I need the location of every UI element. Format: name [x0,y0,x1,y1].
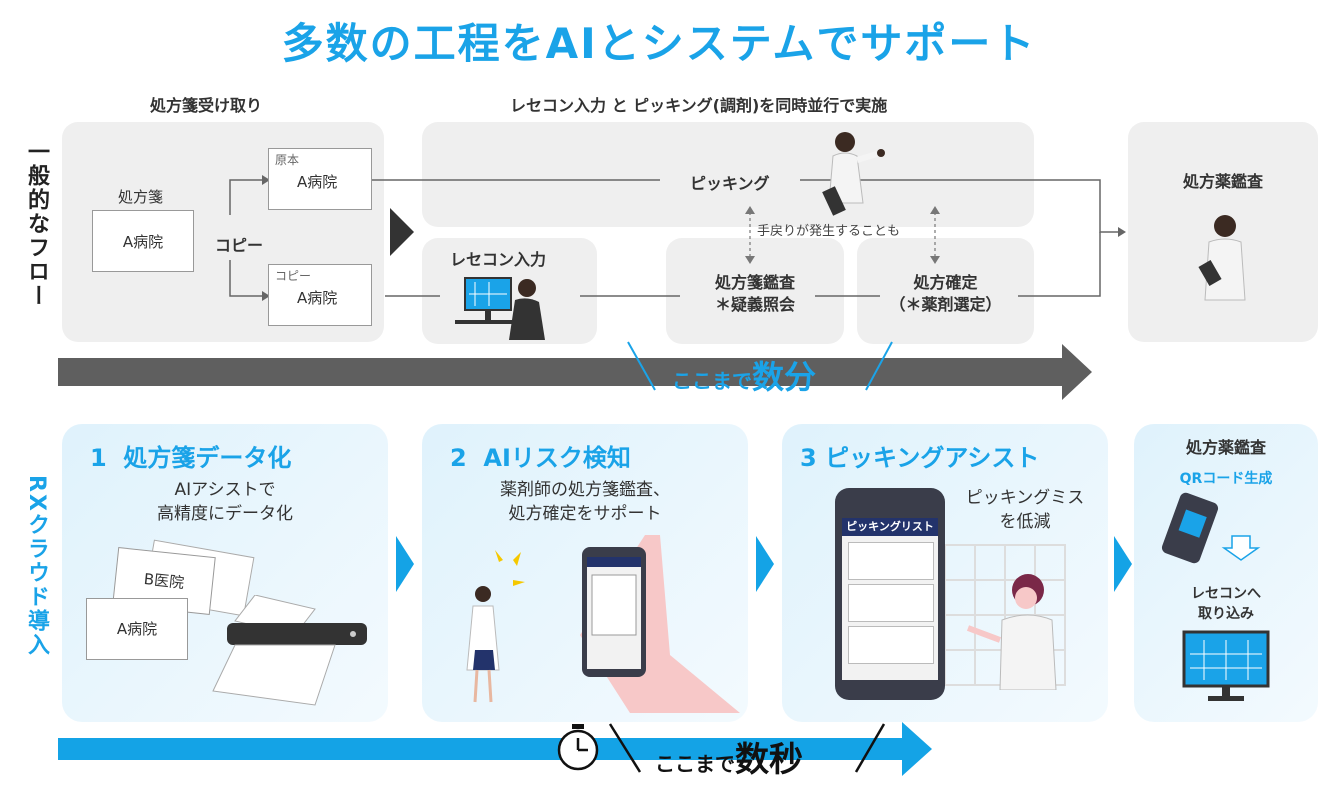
rx-time-label: ここまで数秒 [655,732,803,781]
rx-cloud-label: RXクラウド導入 [24,475,49,657]
step3-desc: ピッキングミス を低減 [950,486,1100,534]
final-audit-label: 処方薬鑑査 [1182,172,1263,191]
rx-time-prefix: ここまで [655,752,735,776]
computer-user-icon [455,277,545,340]
monitor-icon [1182,630,1270,701]
step2-title-text: AIリスク検知 [483,444,631,472]
general-time-prefix: ここまで [672,369,752,393]
pharmacist-audit-icon [1198,215,1246,301]
confirm-text: 処方確定 （＊薬剤選定） [857,272,1034,316]
alert-pharmacist-icon [466,550,525,703]
step3-desc1: ピッキングミス [965,488,1085,508]
scanner-icon [212,595,367,706]
original-doc-text: A病院 [297,173,338,191]
step2-num: 2 [450,444,467,472]
doc-a-hospital: A病院 [92,210,194,272]
page-title: 多数の工程をAIとシステムでサポート [281,19,1037,68]
import-line1: レセコンへ [1191,586,1261,602]
section-receive-label: 処方箋受け取り [150,96,263,115]
confirm-line2: （＊薬剤選定） [889,295,1002,314]
audit-line1: 処方箋鑑査 [714,273,795,292]
phone-hand-icon [580,535,740,713]
phone-header: ピッキングリスト [842,518,938,536]
doc-original: 原本 A病院 [268,148,372,210]
general-connectors [58,175,1126,400]
step3-title-text: ピッキングアシスト [825,444,1040,472]
import-text: レセコンへ 取り込み [1134,584,1318,624]
step1-title: 1 処方箋データ化 [90,438,291,473]
picking-panel [422,122,1034,227]
import-line2: 取り込み [1198,606,1254,622]
confirm-panel [857,238,1034,344]
phone-screen: ピッキングリスト [842,518,938,680]
picking-label: ピッキング [690,174,770,193]
rx-arrows [58,536,1132,776]
original-tag: 原本 [275,153,300,167]
section-parallel-label: レセコン入力 と ピッキング(調剤)を同時並行で実施 [510,96,888,115]
step1-doc-a: A病院 [86,598,188,660]
qr-phone-icon [1161,492,1261,564]
qr-label: QRコード生成 [1179,471,1273,487]
rx-final-title: 処方薬鑑査 [1185,438,1266,457]
audit-line2: ＊疑義照会 [714,295,795,314]
audit-text: 処方箋鑑査 ＊疑義照会 [666,272,844,316]
copy-label: コピー [215,236,264,255]
rx-label: 処方箋 [118,188,164,206]
step1-title-text: 処方箋データ化 [123,444,292,472]
general-time-label: ここまで数分 [672,352,816,398]
step3-title: 3 ピッキングアシスト [800,438,1039,473]
rececon-label: レセコン入力 [450,250,547,269]
step1-desc2: 高精度にデータ化 [157,504,293,524]
rework-note: 手戻りが発生することも [757,224,901,239]
phone-device: ピッキングリスト [835,488,945,700]
step1-num: 1 [90,444,107,472]
rx-time-value: 数秒 [735,740,803,780]
confirm-line1: 処方確定 [913,273,978,292]
pharmacist-picking-icon [822,132,885,216]
step1-desc1: AIアシストで [174,480,276,500]
shelf-grid [944,544,1066,690]
audit-panel [666,238,844,344]
general-flow-label: 一般的なフロー [24,140,49,308]
general-time-value: 数分 [752,358,817,396]
step1-desc: AIアシストで 高精度にデータ化 [62,478,388,526]
phone-list-item [848,584,934,622]
doc-copy: コピー A病院 [268,264,372,326]
phone-list-item [848,542,934,580]
step3-desc2: を低減 [999,512,1051,532]
step2-desc1: 薬剤師の処方箋鑑査、 [500,480,670,500]
step2-title: 2 AIリスク検知 [450,438,631,473]
phone-list-item [848,626,934,664]
step2-desc: 薬剤師の処方箋鑑査、 処方確定をサポート [422,478,748,526]
copy-doc-text: A病院 [297,289,338,307]
step3-num: 3 [800,444,817,472]
copy-tag: コピー [275,269,312,283]
step2-desc2: 処方確定をサポート [508,504,662,524]
